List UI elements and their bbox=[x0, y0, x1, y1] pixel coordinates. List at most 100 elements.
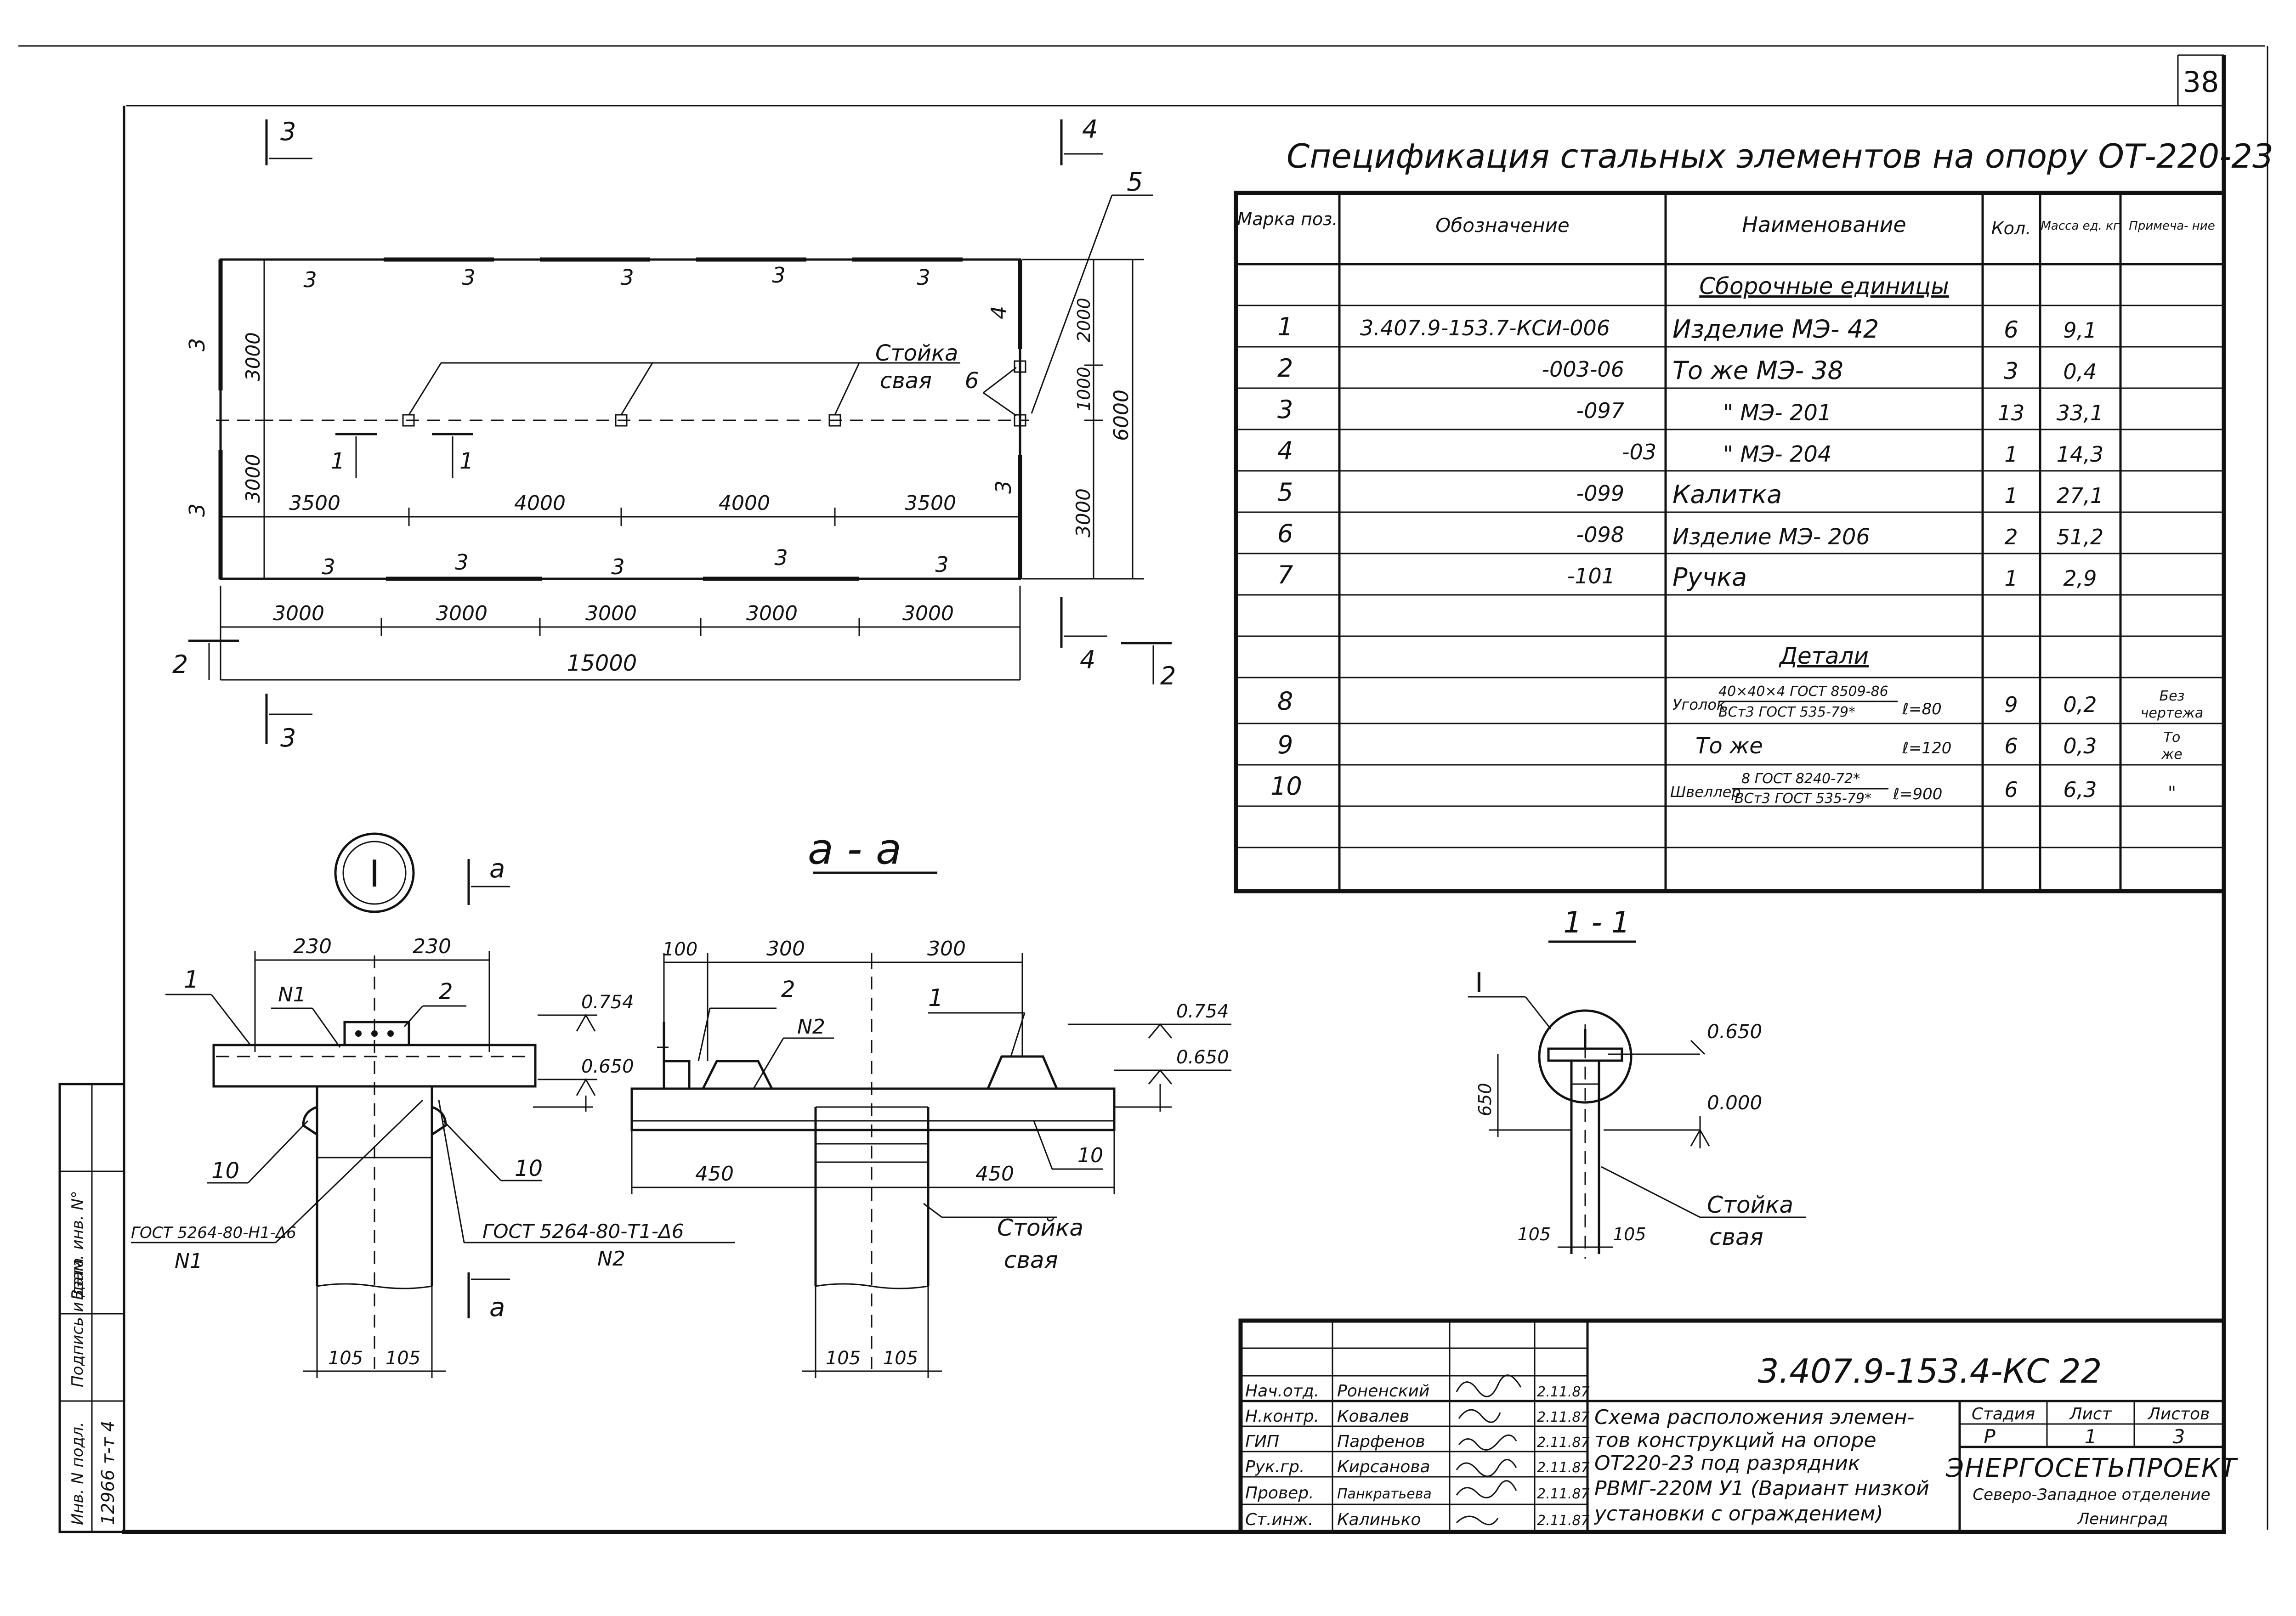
plan-mid-dim-2: 4000 bbox=[514, 492, 566, 515]
spec-detail-10-length: ℓ=900 bbox=[1893, 785, 1942, 803]
title-date-3: 2.11.87 bbox=[1537, 1435, 1590, 1451]
plan-bottom-label-1: 3 bbox=[322, 554, 335, 579]
spec-row-5-designation: -099 bbox=[1576, 481, 1624, 506]
section-aa-pos-1: 1 bbox=[928, 984, 943, 1012]
section-aa-pos-2: 2 bbox=[781, 977, 795, 1002]
spec-row-5-name: Калитка bbox=[1672, 480, 1782, 509]
section-aa-level-1: 0.754 bbox=[1176, 1001, 1229, 1022]
title-description-2: тов конструкций на опоре bbox=[1594, 1429, 1876, 1452]
spec-header-mark: Марка поз. bbox=[1237, 209, 1338, 229]
plan-section-4-top: 4 bbox=[1082, 115, 1098, 144]
spec-detail-8-mass: 0,2 bbox=[2063, 692, 2097, 717]
plan-bottom-label-5: 3 bbox=[935, 552, 948, 577]
node-pos-10b: 10 bbox=[515, 1156, 543, 1181]
node-pos-2: 2 bbox=[439, 979, 453, 1005]
node-pos-1: 1 bbox=[184, 966, 199, 994]
node-weld-1-mark: N1 bbox=[175, 1249, 203, 1273]
title-role-6: Ст.инж. bbox=[1245, 1510, 1313, 1529]
node-cut-label-bottom: а bbox=[489, 1293, 505, 1322]
plan-callout-6: 6 bbox=[965, 368, 979, 394]
spec-detail-10-note-1: " bbox=[2168, 783, 2176, 804]
title-description-4: РВМГ-220М У1 (Вариант низкой bbox=[1594, 1477, 1929, 1500]
node-weld-2-mark: N2 bbox=[597, 1247, 625, 1271]
spec-detail-9-mark: 9 bbox=[1277, 730, 1293, 759]
plan-bottom-label-3: 3 bbox=[611, 554, 624, 579]
spec-header-note: Примеча- ние bbox=[2129, 219, 2215, 233]
plan-dim-right-2000: 2000 bbox=[1074, 298, 1094, 342]
spec-detail-8-note-2: чертежа bbox=[2141, 705, 2204, 721]
title-name-2: Ковалев bbox=[1337, 1407, 1409, 1426]
section-11-level-1: 0.650 bbox=[1707, 1020, 1762, 1043]
plan-bottom-dim-3: 3000 bbox=[585, 602, 637, 625]
spec-row-5-qty: 1 bbox=[2004, 483, 2018, 508]
title-sheets-label: Листов bbox=[2147, 1405, 2210, 1424]
section-11-marker: I bbox=[1475, 967, 1483, 999]
section-11-dim-height: 650 bbox=[1475, 1083, 1495, 1116]
title-org: ЭНЕРГОСЕТЬПРОЕКТ bbox=[1945, 1453, 2238, 1483]
plan-bottom-dim-2: 3000 bbox=[436, 602, 488, 625]
title-role-3: ГИП bbox=[1245, 1432, 1279, 1451]
title-date-4: 2.11.87 bbox=[1537, 1460, 1590, 1476]
spec-detail-8-prefix: Уголок bbox=[1672, 696, 1726, 713]
section-aa-dim-top-2: 300 bbox=[766, 937, 805, 961]
node-dim-top-1: 230 bbox=[293, 935, 332, 958]
title-role-4: Рук.гр. bbox=[1245, 1458, 1304, 1476]
plan-section-3-bottom: 3 bbox=[280, 723, 296, 752]
spec-row-7-qty: 1 bbox=[2004, 566, 2018, 591]
title-description-1: Схема расположения элемен- bbox=[1594, 1406, 1915, 1429]
section-aa-pos-10: 10 bbox=[1077, 1144, 1103, 1167]
spec-row-6-mark: 6 bbox=[1277, 519, 1293, 548]
plan-top-label-1: 3 bbox=[303, 267, 317, 292]
plan-dim-right-1000: 1000 bbox=[1074, 367, 1094, 411]
plan-mid-dim-3: 4000 bbox=[719, 492, 770, 515]
plan-mid-dim-4: 3500 bbox=[905, 492, 956, 515]
title-role-1: Нач.отд. bbox=[1245, 1382, 1319, 1401]
section-aa-dim-top-3: 300 bbox=[927, 937, 966, 961]
spec-detail-9-note-2: же bbox=[2161, 746, 2182, 763]
plan-top-label-4: 3 bbox=[772, 263, 785, 288]
plan-section-4-bottom: 4 bbox=[1080, 645, 1095, 674]
spec-header-qty: Кол. bbox=[1991, 218, 2031, 238]
spec-detail-8-note-1: Без bbox=[2160, 688, 2185, 704]
spec-row-4-name: " МЭ- 204 bbox=[1723, 441, 1831, 467]
spec-row-4-mark: 4 bbox=[1277, 436, 1293, 465]
spec-row-3-qty: 13 bbox=[1998, 401, 2025, 425]
section-11-pile-2: свая bbox=[1709, 1224, 1763, 1250]
plan-top-label-2: 3 bbox=[462, 265, 475, 290]
section-aa-pile-2: свая bbox=[1004, 1247, 1058, 1273]
spec-row-7-name: Ручка bbox=[1672, 563, 1747, 592]
plan-dim-total-height: 6000 bbox=[1110, 390, 1133, 441]
title-description-3: ОТ220-23 под разрядник bbox=[1594, 1452, 1860, 1475]
title-block: 3.407.9-153.4-КС 22 Нач.отд. Роненский 2… bbox=[1238, 1318, 2238, 1534]
plan-section-3-top: 3 bbox=[280, 117, 296, 146]
spec-row-6-qty: 2 bbox=[2004, 525, 2018, 549]
plan-pile-label-2: свая bbox=[880, 368, 932, 394]
plan-bottom-dim-5: 3000 bbox=[902, 602, 954, 625]
node-detail: I а а 230 230 1 N1 bbox=[131, 832, 735, 1378]
title-sheet: 1 bbox=[2085, 1425, 2097, 1448]
plan-left-label-1: 3 bbox=[185, 338, 210, 351]
section-aa-level-2: 0.650 bbox=[1176, 1047, 1229, 1068]
title-doc-code: 3.407.9-153.4-КС 22 bbox=[1758, 1352, 2102, 1390]
spec-header-mass: Масса ед. кг bbox=[2041, 219, 2119, 233]
node-weld-2: ГОСТ 5264-80-Т1-Δ6 bbox=[482, 1220, 684, 1243]
section-11-dim-bottom-2: 105 bbox=[1613, 1224, 1646, 1244]
spec-detail-8-mark: 8 bbox=[1277, 687, 1293, 716]
spec-group-assemblies: Сборочные единицы bbox=[1699, 273, 1949, 299]
plan-right-label-3: 3 bbox=[991, 480, 1016, 494]
section-11-title: 1 - 1 bbox=[1563, 906, 1630, 940]
node-pos-10a: 10 bbox=[211, 1158, 239, 1184]
title-role-5: Провер. bbox=[1245, 1484, 1314, 1503]
sheet-number: 38 bbox=[2183, 65, 2219, 99]
title-name-3: Парфенов bbox=[1337, 1432, 1425, 1451]
title-sheets: 3 bbox=[2173, 1425, 2185, 1448]
plan-callout-5: 5 bbox=[1127, 167, 1143, 197]
spec-row-5-mass: 27,1 bbox=[2057, 483, 2103, 508]
side-stamp-replace-label: Взам. инв. N° bbox=[68, 1191, 87, 1300]
title-date-6: 2.11.87 bbox=[1537, 1513, 1590, 1529]
node-dim-bottom-2: 105 bbox=[386, 1348, 420, 1369]
title-name-5: Панкратьева bbox=[1337, 1486, 1432, 1502]
node-level-2: 0.650 bbox=[581, 1056, 634, 1077]
side-stamp-inv-number: 12966 т-т 4 bbox=[98, 1421, 118, 1525]
